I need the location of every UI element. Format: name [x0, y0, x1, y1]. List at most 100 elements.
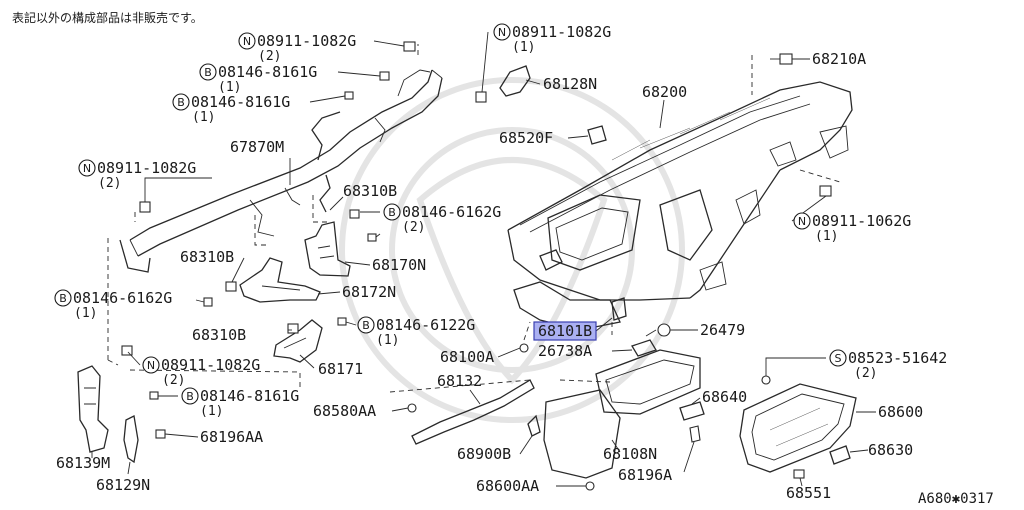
svg-text:08911-1082G: 08911-1082G — [97, 159, 196, 177]
label-68900b: 68900B — [457, 445, 511, 463]
svg-text:B: B — [362, 319, 370, 332]
callout-n-08911-1082g-mid: N 08911-1082G (1) — [493, 23, 611, 55]
bracket-68171 — [273, 319, 323, 363]
footer-code: A680✱0317 — [918, 491, 994, 507]
svg-text:(2): (2) — [258, 49, 281, 64]
svg-text:N: N — [83, 162, 91, 175]
callout-b-08146-8161g-low: B 08146-8161G (1) — [181, 387, 299, 419]
svg-text:08146-6162G: 08146-6162G — [73, 289, 172, 307]
label-68170n: 68170N — [372, 256, 426, 274]
callout-b-08146-8161g-b: B 08146-8161G (1) — [172, 93, 290, 125]
svg-text:B: B — [388, 206, 396, 219]
label-68310b-b: 68310B — [180, 248, 234, 266]
callout-n-08911-1082g-left: N 08911-1082G (2) — [78, 159, 196, 191]
hinge-68640 — [679, 401, 705, 421]
svg-text:08146-8161G: 08146-8161G — [191, 93, 290, 111]
svg-text:08146-6122G: 08146-6122G — [376, 316, 475, 334]
callout-n-08911-1062g: N 08911-1062G (1) — [793, 212, 911, 244]
bracket-68139m — [77, 365, 109, 453]
label-68100a: 68100A — [440, 348, 494, 366]
label-68171: 68171 — [318, 360, 363, 378]
svg-text:B: B — [177, 96, 185, 109]
bracket-68129n — [123, 415, 139, 464]
callout-b-08146-8161g-a: B 08146-8161G (1) — [199, 63, 317, 95]
label-68630: 68630 — [868, 441, 913, 459]
svg-text:S: S — [835, 352, 842, 365]
label-68310b-c: 68310B — [192, 326, 246, 344]
svg-text:08523-51642: 08523-51642 — [848, 349, 947, 367]
label-68310b-a: 68310B — [343, 182, 397, 200]
label-67870m: 67870M — [230, 138, 284, 156]
label-68580aa: 68580AA — [313, 402, 376, 420]
svg-text:B: B — [204, 66, 212, 79]
label-68132: 68132 — [437, 372, 482, 390]
nut-08911-1062g — [819, 185, 832, 197]
clip-68101b-part — [611, 297, 627, 321]
brace-68132 — [411, 379, 535, 445]
screw-68600aa — [585, 481, 595, 491]
svg-text:08146-6162G: 08146-6162G — [402, 203, 501, 221]
label-68600: 68600 — [878, 403, 923, 421]
screw-68580aa — [407, 403, 417, 413]
pad-68520f — [587, 125, 607, 145]
box-housing-68108n — [543, 349, 701, 479]
svg-text:08911-1082G: 08911-1082G — [257, 32, 356, 50]
note-text: 表記以外の構成部品は非販売です。 — [12, 10, 203, 25]
instrument-panel-68200 — [507, 81, 853, 331]
svg-text:N: N — [798, 215, 806, 228]
bracket-68128n — [475, 65, 531, 103]
label-26479: 26479 — [700, 321, 745, 339]
label-68640: 68640 — [702, 388, 747, 406]
clip-68210a — [770, 53, 793, 65]
label-68210a: 68210A — [812, 50, 866, 68]
label-68196a: 68196A — [618, 466, 672, 484]
callout-n-08911-1082g-low: N 08911-1082G (2) — [142, 356, 260, 388]
svg-text:B: B — [59, 292, 67, 305]
svg-text:(2): (2) — [162, 373, 185, 388]
fasteners-left — [121, 41, 416, 439]
callout-b-08146-6122g-1: B 08146-6122G (1) — [357, 316, 475, 348]
callout-s-08523-51642: S 08523-51642 (2) — [829, 349, 947, 381]
label-68196aa: 68196AA — [200, 428, 263, 446]
lock-68630 — [829, 445, 851, 465]
svg-text:08911-1062G: 08911-1062G — [812, 212, 911, 230]
svg-text:08911-1082G: 08911-1082G — [161, 356, 260, 374]
label-68600aa: 68600AA — [476, 477, 539, 495]
svg-text:(1): (1) — [815, 229, 838, 244]
svg-text:(1): (1) — [512, 40, 535, 55]
label-68200: 68200 — [642, 83, 687, 101]
screw-68100a — [519, 343, 529, 353]
highlight-68101b[interactable]: 68101B — [533, 321, 597, 341]
label-68172n: 68172N — [342, 283, 396, 301]
leader-lines — [91, 31, 876, 487]
label-68520f: 68520F — [499, 129, 553, 147]
svg-text:(1): (1) — [200, 404, 223, 419]
label-68128n: 68128N — [543, 75, 597, 93]
lamp-26738a — [631, 339, 657, 357]
label-68108n: 68108N — [603, 445, 657, 463]
svg-text:B: B — [186, 390, 194, 403]
svg-text:(1): (1) — [192, 110, 215, 125]
svg-text:08146-8161G: 08146-8161G — [218, 63, 317, 81]
svg-text:(1): (1) — [74, 306, 97, 321]
svg-text:N: N — [147, 359, 155, 372]
stopper-68551 — [793, 469, 805, 479]
svg-text:(2): (2) — [402, 220, 425, 235]
screw-08523-51642 — [761, 375, 771, 385]
steering-member-67870m — [119, 69, 443, 273]
svg-text:08911-1082G: 08911-1082G — [512, 23, 611, 41]
svg-text:N: N — [243, 35, 251, 48]
svg-text:08146-8161G: 08146-8161G — [200, 387, 299, 405]
lower-cover-68900b — [527, 414, 541, 437]
label-68101b[interactable]: 68101B — [538, 322, 592, 340]
bracket-68172n — [239, 257, 321, 303]
label-68139m: 68139M — [56, 454, 110, 472]
glove-box-68600 — [739, 383, 857, 473]
svg-text:(2): (2) — [98, 176, 121, 191]
svg-text:(2): (2) — [854, 366, 877, 381]
callout-b-08146-6162g-2: B 08146-6162G (2) — [383, 203, 501, 235]
lamp-26479 — [645, 323, 671, 337]
bracket-68170n — [304, 221, 351, 277]
label-68551: 68551 — [786, 484, 831, 502]
